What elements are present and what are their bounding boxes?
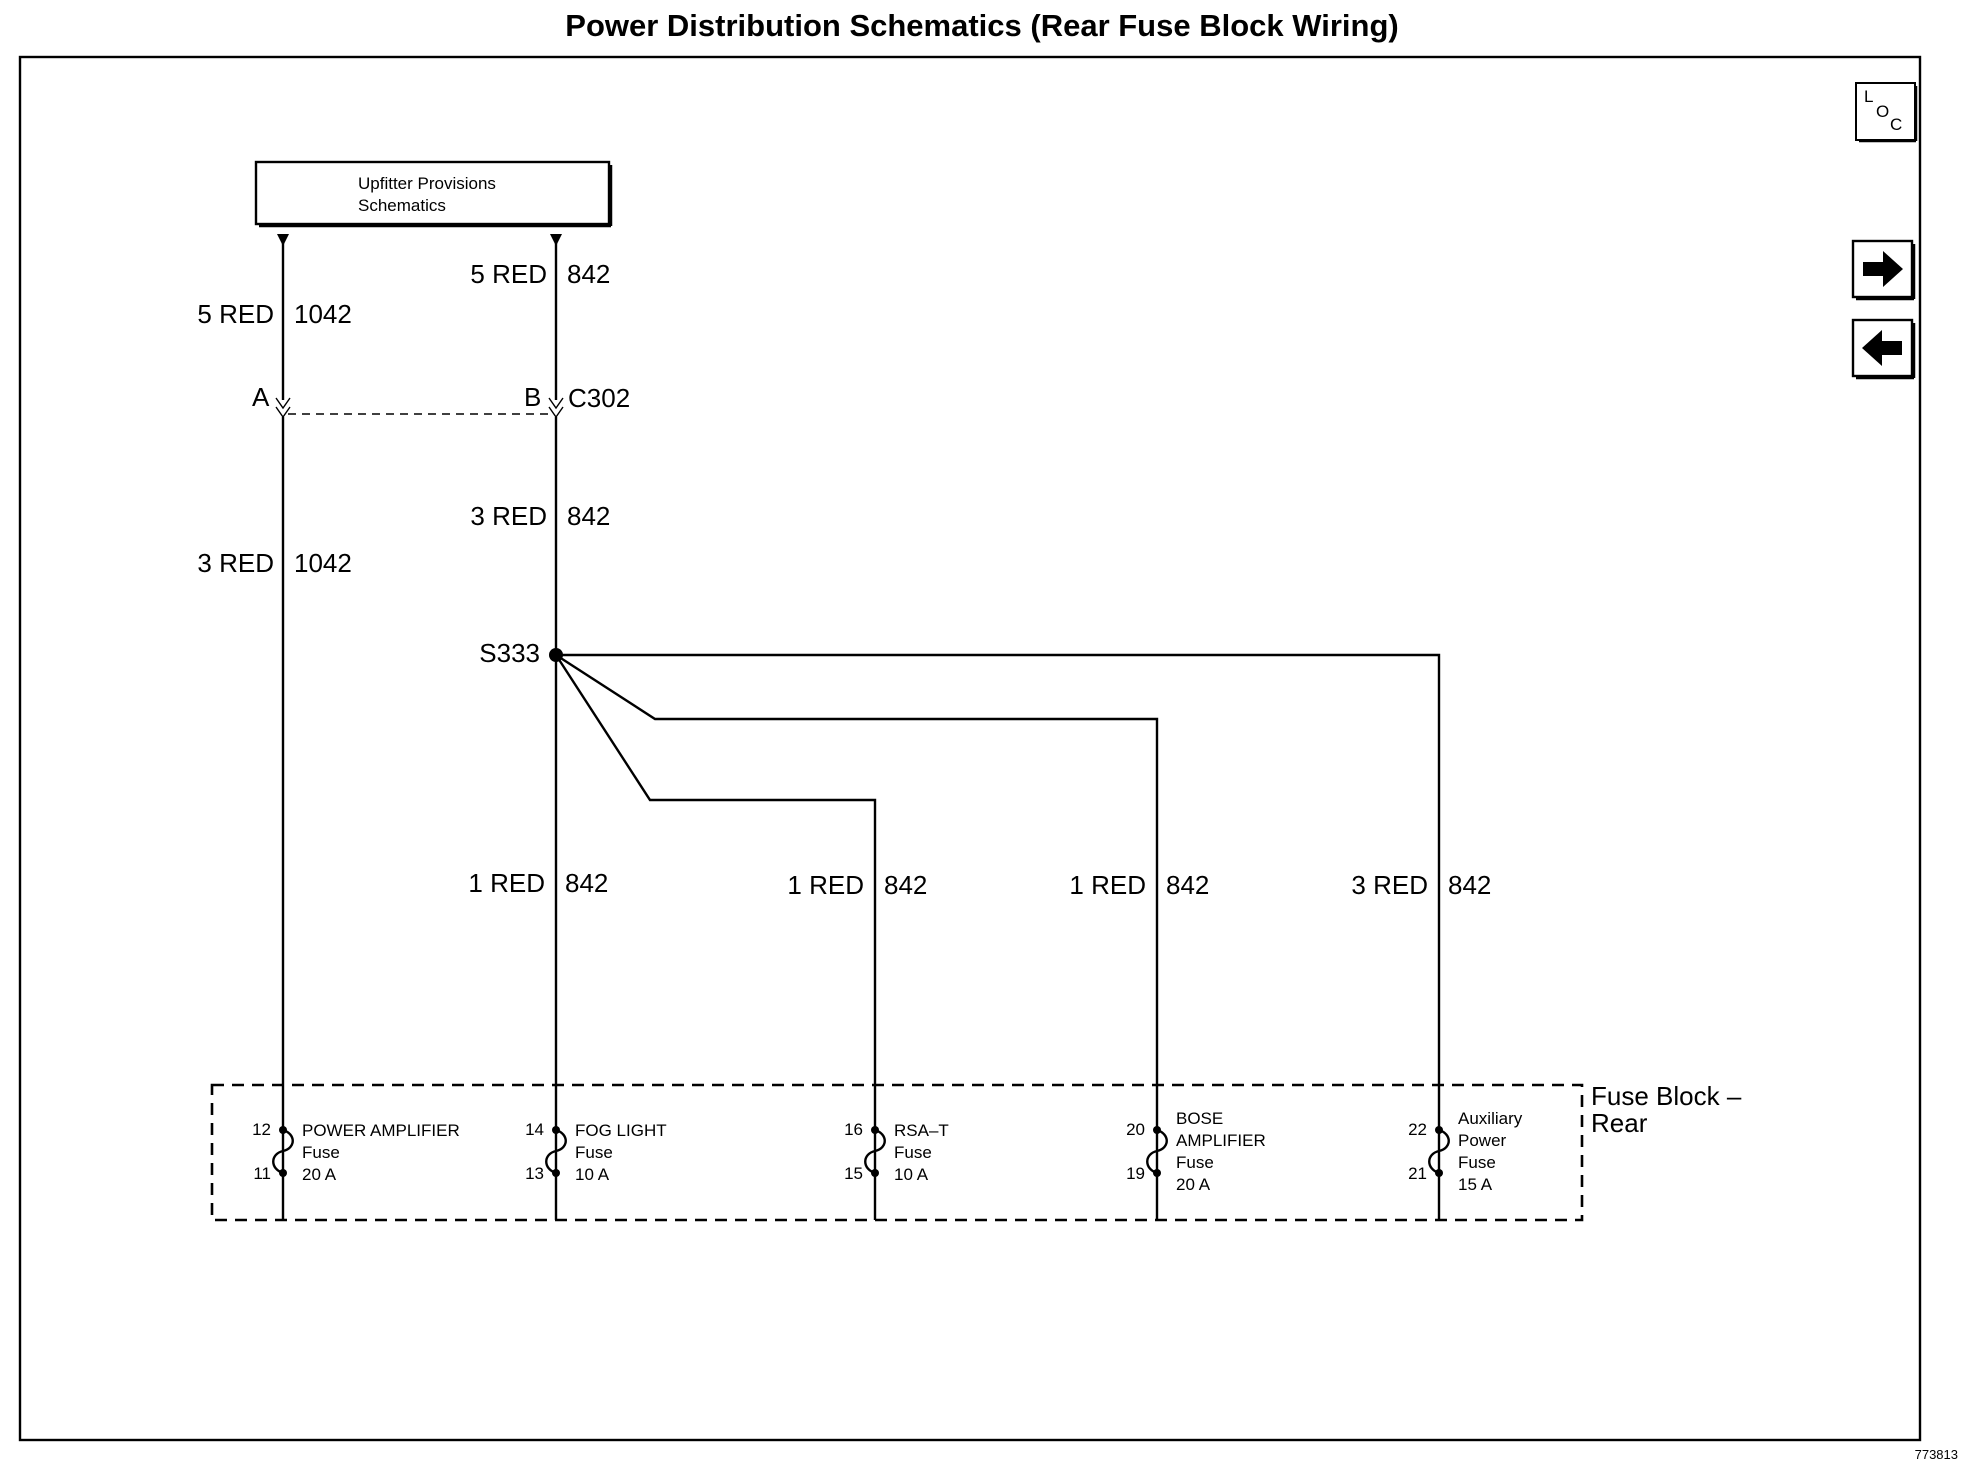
- wire-aux-branch: [556, 653, 1441, 1220]
- wire-label-aux-size: 3 RED: [1351, 870, 1428, 900]
- connector-pin-b-label: B: [524, 382, 541, 412]
- wire-label-center-top-size: 5 RED: [470, 259, 547, 289]
- fuse-terminal-top: [552, 1126, 560, 1134]
- fuse-block-label-line2: Rear: [1591, 1108, 1648, 1138]
- fuse-terminal-bottom: [279, 1169, 287, 1177]
- fuse-label-line: FOG LIGHT: [575, 1121, 667, 1140]
- loc-icon-o: O: [1876, 102, 1889, 121]
- fuse-label-line: Power: [1458, 1131, 1507, 1150]
- fuse-terminal-top: [1435, 1126, 1443, 1134]
- diagram-frame: [18, 55, 1922, 1442]
- fuse-pin-bottom: 11: [253, 1164, 271, 1183]
- wire-label-left-top-circuit: 1042: [294, 299, 352, 329]
- loc-icon[interactable]: L O C: [1855, 82, 1918, 143]
- fuse-pin-bottom: 21: [1408, 1164, 1427, 1183]
- wire-label-center-top-circuit: 842: [567, 259, 610, 289]
- wire-label-left-top-size: 5 RED: [197, 299, 274, 329]
- fuse-pin-bottom: 19: [1126, 1164, 1145, 1183]
- fuses-layer: 12 11 POWER AMPLIFIER Fuse 20 A 14 13 FOG LIGHT…: [252, 1109, 1523, 1194]
- fuse-label-line: Fuse: [1176, 1153, 1214, 1172]
- wire-label-center-mid-circuit: 842: [567, 501, 610, 531]
- wire-label-rsa-circuit: 842: [884, 870, 927, 900]
- fuse-terminal-top: [1153, 1126, 1161, 1134]
- fuse-symbol: [864, 1128, 886, 1175]
- fuse-terminal-bottom: [871, 1169, 879, 1177]
- wire-label-bose-circuit: 842: [1166, 870, 1209, 900]
- wire-label-fog-size: 1 RED: [468, 868, 545, 898]
- wire-label-left-bottom-circuit: 1042: [294, 548, 352, 578]
- fuse-symbol: [1428, 1128, 1450, 1175]
- fuse-label-line: RSA–T: [894, 1121, 949, 1140]
- fuse-pin-top: 14: [525, 1120, 544, 1139]
- loc-icon-c: C: [1890, 115, 1902, 134]
- connector-c302-pin-a-symbol: [275, 397, 291, 419]
- wire-label-aux-circuit: 842: [1448, 870, 1491, 900]
- fuse-pin-top: 16: [844, 1120, 863, 1139]
- fuse-pin-top: 20: [1126, 1120, 1145, 1139]
- fuse-terminal-top: [279, 1126, 287, 1134]
- fuse-label-line: Fuse: [302, 1143, 340, 1162]
- fuse-label-line: Fuse: [894, 1143, 932, 1162]
- wire-bose-branch: [555, 653, 1159, 1220]
- fuse-pin-bottom: 13: [525, 1164, 544, 1183]
- fuse-symbol: [545, 1128, 567, 1175]
- connector-c302-label: C302: [568, 383, 630, 413]
- arrow-left-icon[interactable]: [1851, 318, 1916, 380]
- loc-icon-l: L: [1864, 87, 1873, 106]
- fuse-label-line: 15 A: [1458, 1175, 1493, 1194]
- fuse-pin-top: 22: [1408, 1120, 1427, 1139]
- fuse-label-line: Fuse: [1458, 1153, 1496, 1172]
- fuse-label-line: Auxiliary: [1458, 1109, 1523, 1128]
- connector-c302-pin-b-symbol: [548, 397, 564, 419]
- connector-pin-a-label: A: [252, 382, 270, 412]
- page-title: Power Distribution Schematics (Rear Fuse…: [565, 8, 1399, 43]
- fuse-label-line: POWER AMPLIFIER: [302, 1121, 460, 1140]
- wire-label-rsa-size: 1 RED: [787, 870, 864, 900]
- fuse-0[interactable]: 12 11 POWER AMPLIFIER Fuse 20 A: [252, 1120, 460, 1184]
- wire-label-fog-circuit: 842: [565, 868, 608, 898]
- fuse-terminal-top: [871, 1126, 879, 1134]
- fuse-label-line: Fuse: [575, 1143, 613, 1162]
- fuse-1[interactable]: 14 13 FOG LIGHT Fuse 10 A: [525, 1120, 667, 1184]
- arrow-right-icon[interactable]: [1851, 239, 1916, 301]
- wire-rsa-branch: [554, 654, 877, 1220]
- splice-s333-label: S333: [479, 638, 540, 668]
- figure-number: 773813: [1915, 1447, 1958, 1462]
- upfitter-provisions-box[interactable]: Upfitter Provisions Schematics: [254, 160, 613, 228]
- wire-label-left-bottom-size: 3 RED: [197, 548, 274, 578]
- fuse-3[interactable]: 20 19 BOSE AMPLIFIER Fuse 20 A: [1126, 1109, 1266, 1194]
- upfitter-box-line2: Schematics: [358, 196, 446, 215]
- fuse-pin-bottom: 15: [844, 1164, 863, 1183]
- fuse-symbol: [1146, 1128, 1168, 1175]
- fuse-block-label-line1: Fuse Block –: [1591, 1081, 1742, 1111]
- fuse-label-line: 10 A: [575, 1165, 610, 1184]
- fuse-terminal-bottom: [1435, 1169, 1443, 1177]
- fuse-terminal-bottom: [552, 1169, 560, 1177]
- fuse-label-line: 20 A: [1176, 1175, 1211, 1194]
- fuse-2[interactable]: 16 15 RSA–T Fuse 10 A: [844, 1120, 949, 1184]
- fuse-label-line: AMPLIFIER: [1176, 1131, 1266, 1150]
- fuse-label-line: 10 A: [894, 1165, 929, 1184]
- fuse-symbol: [272, 1128, 294, 1175]
- fuse-label-line: 20 A: [302, 1165, 337, 1184]
- fuse-pin-top: 12: [252, 1120, 271, 1139]
- upfitter-box-line1: Upfitter Provisions: [358, 174, 496, 193]
- fuse-block-rear-outline: [210, 1083, 1584, 1222]
- wire-label-center-mid-size: 3 RED: [470, 501, 547, 531]
- fuse-terminal-bottom: [1153, 1169, 1161, 1177]
- fuse-label-line: BOSE: [1176, 1109, 1223, 1128]
- wire-label-bose-size: 1 RED: [1069, 870, 1146, 900]
